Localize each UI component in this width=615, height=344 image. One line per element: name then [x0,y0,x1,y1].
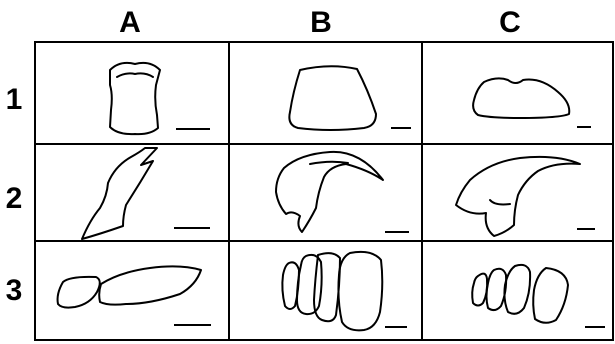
row-header-3: 3 [6,274,23,307]
tooth-outline-b3-3 [314,253,340,321]
panel-b1 [289,66,411,130]
row-header-2: 2 [6,182,23,215]
panel-a1 [110,63,210,134]
panel-c1 [473,78,591,127]
panel-b3 [282,252,407,330]
panel-c2 [456,157,595,236]
column-header-a: A [119,6,141,39]
panel-a2 [82,148,210,239]
tooth-outline-b2 [276,152,383,232]
tooth-outline-b3-4 [338,252,382,330]
tooth-outline-c3-4 [533,268,568,323]
tooth-outline-c3-1 [472,274,487,306]
tooth-outline-a2 [82,148,157,239]
tooth-outline-c1 [473,78,569,118]
tooth-outline-a3-left [58,277,100,308]
panel-b2 [276,152,409,232]
tooth-outline-b1 [289,66,376,130]
row-header-1: 1 [6,83,23,116]
column-header-b: B [310,6,332,39]
tooth-outline-c3-3 [504,265,530,314]
tooth-ridge-c2 [490,200,510,205]
tooth-outline-c2 [456,157,580,236]
tooth-inner-line-a1 [117,73,153,77]
panel-a3 [58,266,211,325]
panel-grid [35,42,613,340]
tooth-outline-c3-2 [487,269,507,310]
column-header-c: C [499,6,521,39]
panel-c3 [472,265,605,327]
tooth-outline-a3-right [99,266,201,304]
